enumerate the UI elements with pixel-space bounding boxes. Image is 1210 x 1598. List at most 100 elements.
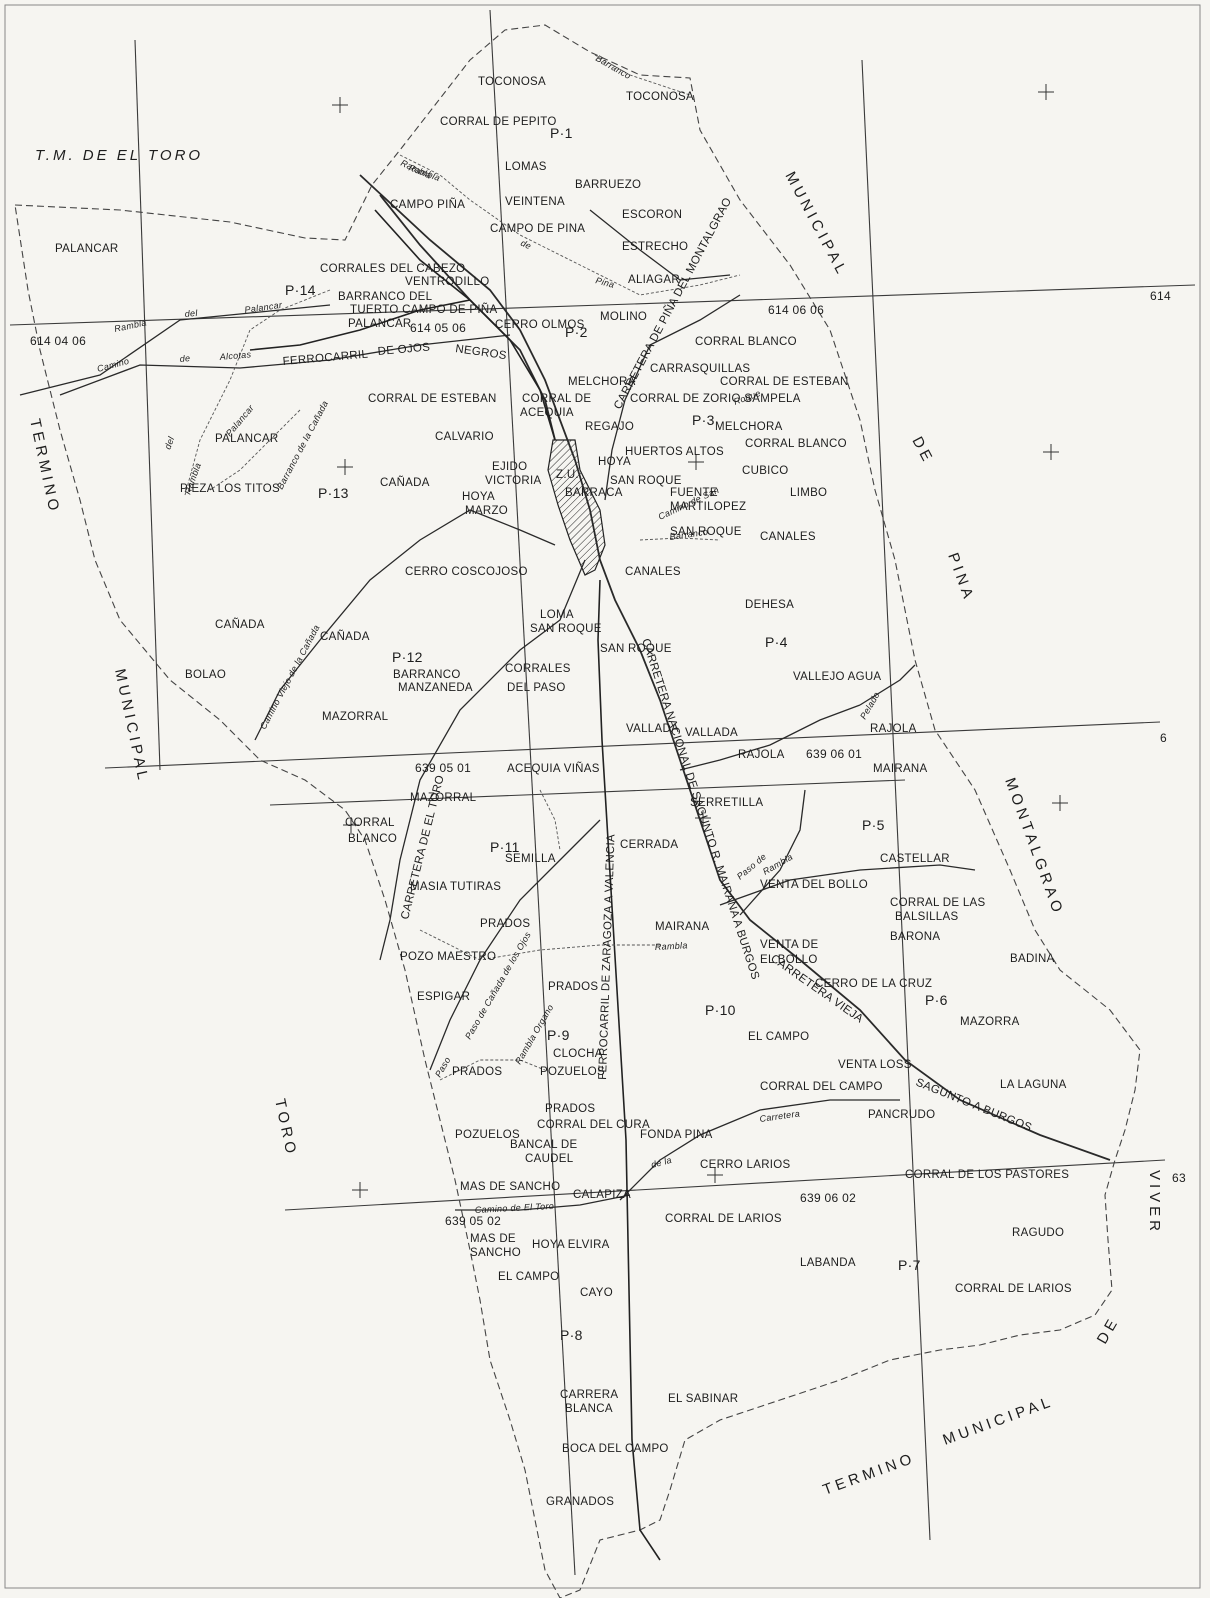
place-name: RAGUDO: [1012, 1227, 1064, 1239]
grid-code: 614: [1150, 289, 1171, 303]
label-termino-west: TERMINO: [26, 417, 63, 516]
place-name: CARRERA: [560, 1389, 618, 1401]
map-border: [4, 4, 1201, 1589]
place-name: VEINTENA: [505, 196, 565, 208]
place-name: ESTRECHO: [622, 241, 688, 253]
place-name: REGAJO: [585, 421, 634, 433]
grid-code: 639 06 02: [800, 1191, 856, 1205]
place-name: LABANDA: [800, 1257, 856, 1269]
polygon-label: P·13: [318, 485, 349, 501]
place-name: CASTELLAR: [880, 853, 950, 865]
place-name: MARTILOPEZ: [670, 501, 746, 513]
place-name: CUBICO: [742, 465, 789, 477]
place-name: CANALES: [760, 531, 816, 543]
urban-zone: [547, 439, 606, 576]
place-name: PALANCAR: [215, 433, 279, 445]
grid-code: 639 05 01: [415, 761, 471, 775]
label-termino-south: TERMINO: [821, 1450, 918, 1499]
place-name: CORRAL DE: [522, 393, 591, 405]
label-municipal-ne: MUNICIPAL: [781, 169, 851, 280]
place-name: MASIA TUTIRAS: [410, 881, 501, 893]
route-label: Pina: [594, 275, 615, 290]
polygon-label: P·14: [285, 282, 316, 298]
place-name: CORRAL DE LOS PASTORES: [905, 1169, 1069, 1181]
place-name: Z.U.: [556, 469, 579, 481]
polygon-label: P·1: [550, 125, 573, 141]
polygon-label: P·4: [765, 634, 788, 650]
place-name: POZO MAESTRO: [400, 951, 496, 963]
place-name: CAUDEL: [525, 1153, 574, 1165]
place-name: EJIDO: [492, 461, 527, 473]
grid-lines: [9, 9, 1196, 1576]
route-label: Rambla: [407, 162, 441, 183]
route-label: Carretera: [759, 1108, 801, 1124]
place-name: CORRAL DE LAS: [890, 897, 986, 909]
place-name: MAS DE SANCHO: [460, 1181, 560, 1193]
route-label: Camino Viejo de la Cañada: [258, 623, 322, 731]
place-name: SANCHO: [470, 1247, 521, 1259]
route-label: del: [162, 434, 176, 450]
place-name: PRADOS: [545, 1103, 595, 1115]
place-name: CERRO LARIOS: [700, 1159, 791, 1171]
place-name: FUENTE: [670, 487, 718, 499]
place-name: CAMPO DE PINA: [490, 223, 585, 235]
place-name: MAZORRAL: [410, 792, 477, 804]
place-name: ESCORON: [622, 209, 682, 221]
grid-code: 63: [1172, 1171, 1186, 1185]
place-name: CORRAL DE LARIOS: [955, 1283, 1072, 1295]
place-name: SEMILLA: [505, 853, 556, 865]
grid-code: 614 06 06: [768, 303, 824, 317]
place-name: PRADOS: [548, 981, 598, 993]
place-name: VALLEJO AGUA: [793, 671, 881, 683]
route-label: Rambla: [113, 317, 147, 334]
route-label: de: [179, 353, 190, 364]
polygon-label: P·12: [392, 649, 423, 665]
label-municipal-south: MUNICIPAL: [941, 1393, 1056, 1449]
place-name: BOLAO: [185, 669, 226, 681]
place-name: CAÑADA: [380, 476, 430, 489]
place-name: BARRANCO: [393, 669, 461, 681]
grid-code: 639 06 01: [806, 747, 862, 761]
place-name: ACEQUIA: [520, 407, 574, 419]
place-name: EL CAMPO: [498, 1271, 559, 1283]
place-name: HOYA ELVIRA: [532, 1239, 610, 1251]
place-name: CAÑADA: [215, 618, 265, 631]
place-name: MOLINO: [600, 311, 647, 323]
place-name: CORRALES: [505, 663, 571, 675]
place-name: MARZO: [465, 505, 508, 517]
place-name: RAJOLA: [870, 723, 917, 735]
place-name: SAN ROQUE: [600, 643, 672, 655]
roads: [19, 174, 1111, 1211]
label-toro-west: TORO: [271, 1097, 300, 1158]
grid-code: 614 04 06: [30, 334, 86, 348]
place-name: PRADOS: [452, 1066, 502, 1078]
polygon-label: P·3: [692, 412, 715, 428]
route-label: DE OJOS: [377, 341, 430, 358]
place-name: VALLADA: [626, 723, 679, 735]
grid-code: 639 05 02: [445, 1214, 501, 1228]
route-label: Alcotas: [218, 349, 252, 362]
place-name: CORRAL DEL CURA: [537, 1119, 650, 1131]
place-name: CORRAL DE LARIOS: [665, 1213, 782, 1225]
route-label: Rambla: [655, 940, 688, 952]
place-name: CARRASQUILLAS: [650, 363, 750, 375]
place-name: PALANCAR: [348, 318, 412, 330]
place-name: HOYA: [462, 491, 495, 503]
place-name: VALLADA: [685, 727, 738, 739]
place-name: MAIRANA: [655, 921, 710, 933]
label-pina-east: PINA: [944, 551, 977, 605]
place-name: MAZORRAL: [322, 711, 389, 723]
place-name: VENTA DEL BOLLO: [760, 879, 868, 891]
place-name: MANZANEDA: [398, 682, 473, 694]
place-name: ESPIGAR: [417, 991, 470, 1003]
route-label: de: [519, 238, 533, 252]
place-name: MAIRANA: [873, 763, 928, 775]
place-name: CANALES: [625, 566, 681, 578]
municipal-boundary: [14, 24, 1141, 1598]
place-name: EL CAMPO: [748, 1031, 809, 1043]
place-names: TOCONOSA TOCONOSA CORRAL DE PEPITO LOMAS…: [55, 76, 1072, 1508]
place-name: PANCRUDO: [868, 1109, 935, 1121]
route-label: Barranco de la Cañada: [275, 399, 330, 491]
place-name: CORRAL DE ESTEBAN: [368, 393, 497, 405]
